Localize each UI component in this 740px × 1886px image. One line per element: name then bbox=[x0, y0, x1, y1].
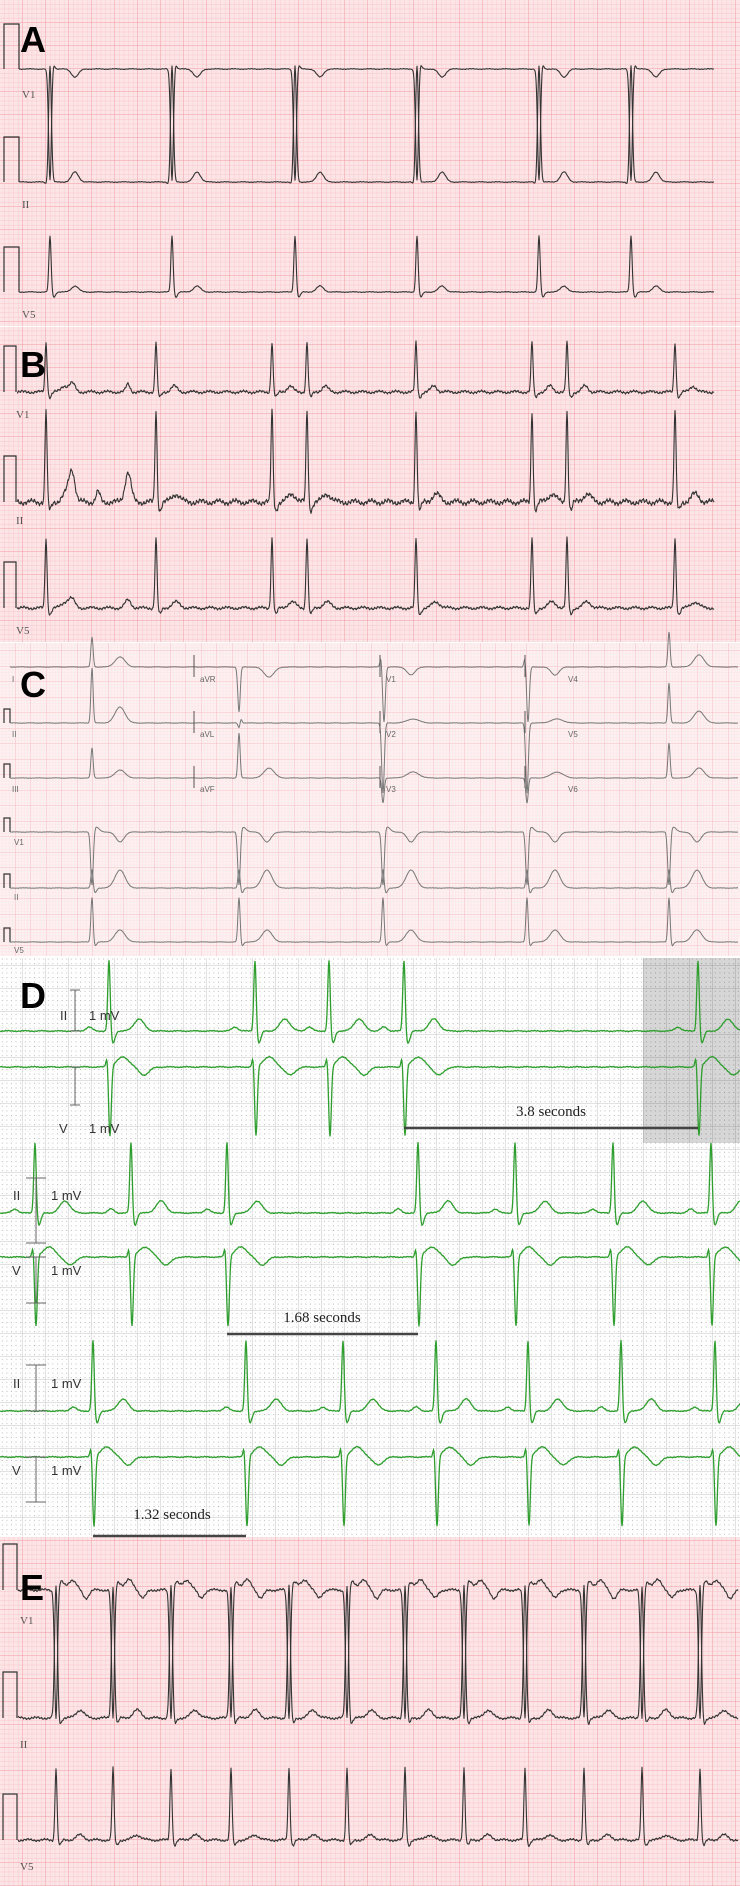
ecg-grid bbox=[0, 327, 740, 642]
calibration-pulse bbox=[2, 1543, 18, 1590]
lead-label: II bbox=[13, 1188, 20, 1203]
ecg-trace bbox=[9, 667, 739, 794]
calibration-bracket bbox=[26, 1256, 46, 1304]
lead-label: II bbox=[12, 730, 16, 739]
lead-label: aVL bbox=[200, 730, 215, 739]
lead-label: II bbox=[22, 199, 30, 211]
lead-label: V1 bbox=[14, 838, 24, 847]
monitor-grid bbox=[0, 958, 740, 1536]
ecg-trace bbox=[0, 1055, 740, 1137]
lead-label: V5 bbox=[568, 730, 578, 739]
panel-a bbox=[0, 0, 740, 326]
calibration-pulse bbox=[3, 455, 17, 502]
panel-letter: C bbox=[20, 664, 46, 705]
panel-letter: A bbox=[20, 19, 46, 60]
lead-label: V bbox=[12, 1263, 21, 1278]
panel-c bbox=[0, 643, 740, 956]
lead-label: II bbox=[20, 1739, 28, 1751]
lead-label: V1 bbox=[20, 1615, 33, 1627]
lead-label: II bbox=[13, 1376, 20, 1391]
calibration-bracket bbox=[26, 1177, 46, 1244]
ecg-trace bbox=[17, 1766, 739, 1848]
lead-label: V1 bbox=[386, 675, 396, 684]
ecg-trace bbox=[0, 1142, 740, 1226]
ecg-trace bbox=[0, 1340, 740, 1424]
panel-b bbox=[0, 327, 740, 642]
lead-labels: V1 II V5 V1 II V5 I aVR V1 V4 II aVL V2 … bbox=[12, 89, 578, 1873]
ecg-trace bbox=[9, 826, 739, 886]
ecg-trace bbox=[17, 1584, 739, 1725]
ecg-trace bbox=[16, 536, 715, 616]
ecg-trace bbox=[0, 960, 740, 1045]
calibration-label: 1 mV bbox=[51, 1188, 82, 1203]
ecg-trace bbox=[0, 1245, 740, 1327]
calibration-pulse bbox=[3, 817, 11, 832]
calibration-label: 1 mV bbox=[51, 1463, 82, 1478]
lead-label: V6 bbox=[568, 785, 578, 794]
interval-label: 1.68 seconds bbox=[283, 1310, 361, 1326]
calibration-label: 1 mV bbox=[89, 1008, 120, 1023]
ecg-traces bbox=[0, 23, 740, 1848]
calibration-pulse bbox=[3, 763, 11, 778]
lead-label: III bbox=[12, 785, 19, 794]
ecg-trace bbox=[0, 1445, 740, 1527]
ecg-trace bbox=[18, 65, 715, 185]
lead-label: V5 bbox=[22, 309, 36, 321]
calibration-bracket bbox=[26, 1456, 46, 1503]
calibration-bracket bbox=[70, 1066, 80, 1106]
lead-label: V bbox=[59, 1121, 68, 1136]
calibration-label: 1 mV bbox=[89, 1121, 120, 1136]
lead-label: aVF bbox=[200, 785, 215, 794]
ecg-trace bbox=[18, 65, 715, 181]
calibration-pulse bbox=[3, 927, 11, 942]
calibration-label: 1 mV bbox=[51, 1263, 82, 1278]
interval-label: 1.32 seconds bbox=[133, 1507, 211, 1523]
lead-label: V3 bbox=[386, 785, 396, 794]
ecg-grid bbox=[0, 643, 740, 956]
ecg-trace bbox=[9, 897, 739, 947]
lead-label: II bbox=[14, 893, 18, 902]
panel-letter: B bbox=[20, 344, 46, 385]
interval-label: 3.8 seconds bbox=[516, 1104, 586, 1120]
lead-label: V1 bbox=[16, 409, 29, 421]
ecg-trace bbox=[9, 733, 739, 804]
calibration-pulse bbox=[3, 345, 17, 392]
calibration-label: 1 mV bbox=[51, 1376, 82, 1391]
lead-label: I bbox=[12, 675, 14, 684]
calibration-pulse bbox=[2, 1671, 18, 1718]
lead-label: V bbox=[12, 1463, 21, 1478]
panel-d bbox=[0, 958, 740, 1536]
calibration-pulse bbox=[3, 708, 11, 723]
calibration-pulse bbox=[3, 561, 17, 608]
ecg-trace bbox=[16, 340, 715, 400]
lead-label: II bbox=[16, 515, 24, 527]
ecg-trace bbox=[17, 1578, 739, 1720]
lead-label: aVR bbox=[200, 675, 216, 684]
lead-label: V5 bbox=[16, 625, 30, 637]
lead-label: II bbox=[60, 1008, 67, 1023]
highlighted-pause-region bbox=[643, 958, 740, 1143]
ecg-trace bbox=[9, 868, 738, 894]
ecg-trace bbox=[9, 631, 739, 723]
calibration-pulse bbox=[2, 1793, 18, 1840]
panel-letter: E bbox=[20, 1567, 44, 1608]
calibration-bracket bbox=[26, 1364, 46, 1412]
ecg-trace bbox=[18, 235, 715, 298]
calibration-pulse bbox=[3, 246, 20, 292]
lead-label: V5 bbox=[20, 1861, 34, 1873]
lead-label: V1 bbox=[22, 89, 35, 101]
calibration-pulse bbox=[3, 23, 20, 69]
lead-label: V4 bbox=[568, 675, 578, 684]
panel-d-annotations: 3.8 seconds 1.68 seconds 1.32 seconds II… bbox=[12, 989, 698, 1538]
calibration-bracket bbox=[70, 989, 80, 1032]
lead-label: V2 bbox=[386, 730, 396, 739]
lead-label: V5 bbox=[14, 946, 24, 955]
panel-letter: D bbox=[20, 975, 46, 1016]
calibration-pulse bbox=[3, 136, 20, 182]
ecg-trace bbox=[16, 408, 715, 514]
ecg-grid bbox=[0, 0, 740, 326]
calibration-pulse bbox=[3, 873, 11, 888]
